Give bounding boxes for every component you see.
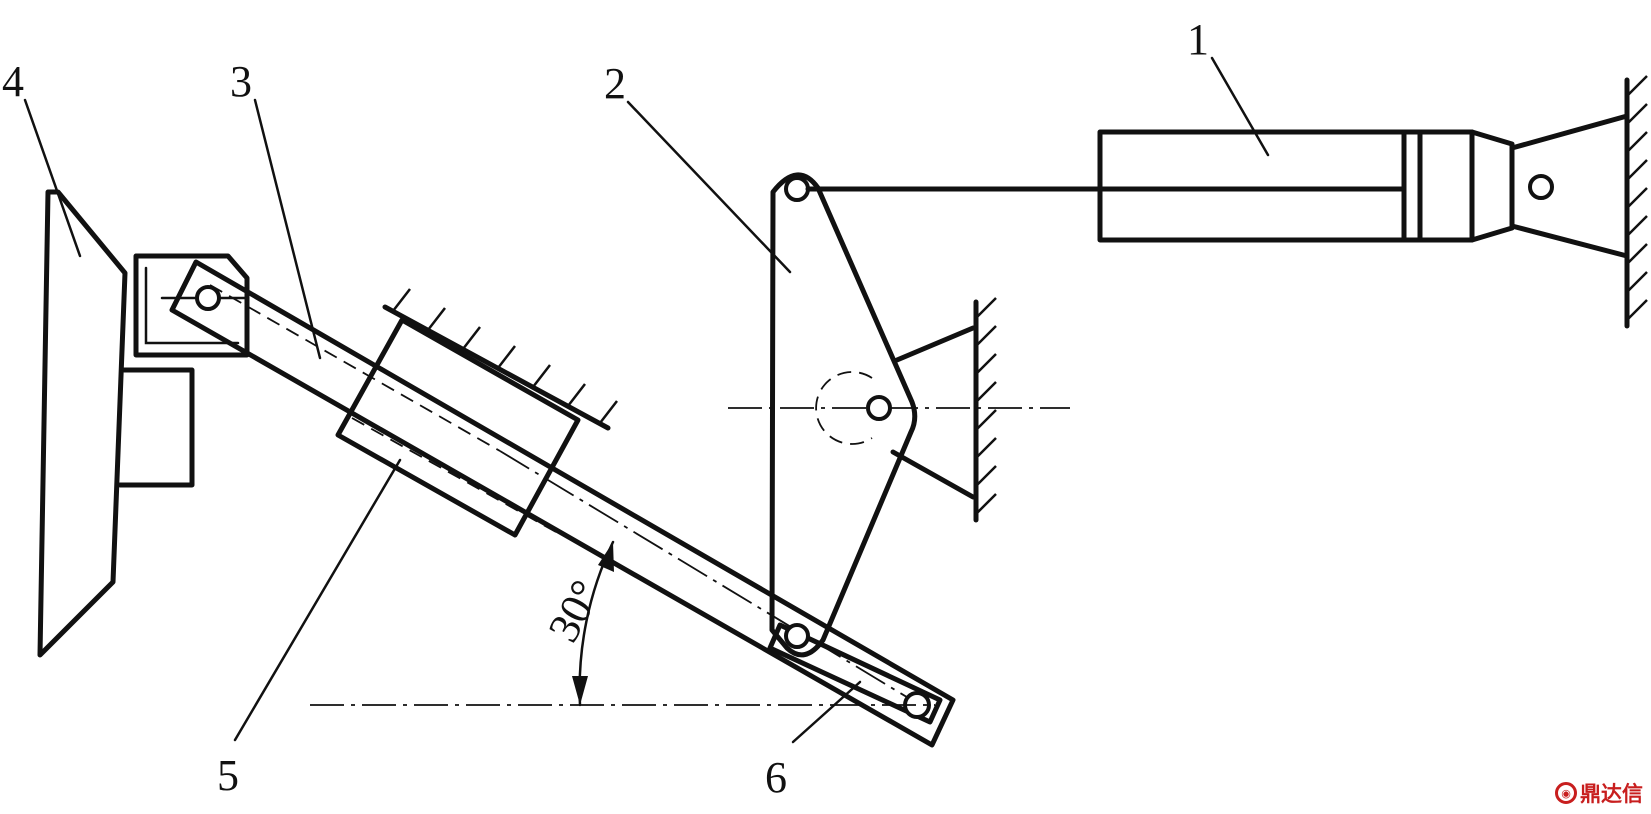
angle-label: 30° <box>539 572 611 649</box>
part-6-link <box>767 622 943 725</box>
part-2-lever <box>728 172 1070 658</box>
label-3: 3 <box>230 57 252 106</box>
rod-bracket <box>117 253 250 488</box>
watermark-logo: ◉ 鼎达信 <box>1555 778 1643 808</box>
angle-arrow-bottom <box>572 676 588 705</box>
label-5: 5 <box>217 751 239 800</box>
part-5-guide-sleeve <box>335 288 618 538</box>
part-numbers: 1 2 3 4 5 6 <box>2 15 1209 802</box>
logo-mark-icon: ◉ <box>1555 782 1577 804</box>
watermark-text: 鼎达信 <box>1580 782 1643 806</box>
angle-arrow-top <box>598 542 614 572</box>
lever-bottom-pin <box>784 623 810 649</box>
rod-top-pin <box>195 285 221 311</box>
cylinder-mount-pin <box>1528 174 1554 200</box>
part-1-cylinder <box>805 75 1648 329</box>
part-4-body <box>37 189 128 658</box>
label-4: 4 <box>2 57 24 106</box>
label-6: 6 <box>765 753 787 802</box>
lever-pivot-pin <box>866 395 892 421</box>
part-3-rod <box>160 259 956 748</box>
leader-lines <box>23 56 1270 744</box>
label-2: 2 <box>604 59 626 108</box>
lever-top-pin <box>784 176 810 202</box>
label-1: 1 <box>1187 15 1209 64</box>
